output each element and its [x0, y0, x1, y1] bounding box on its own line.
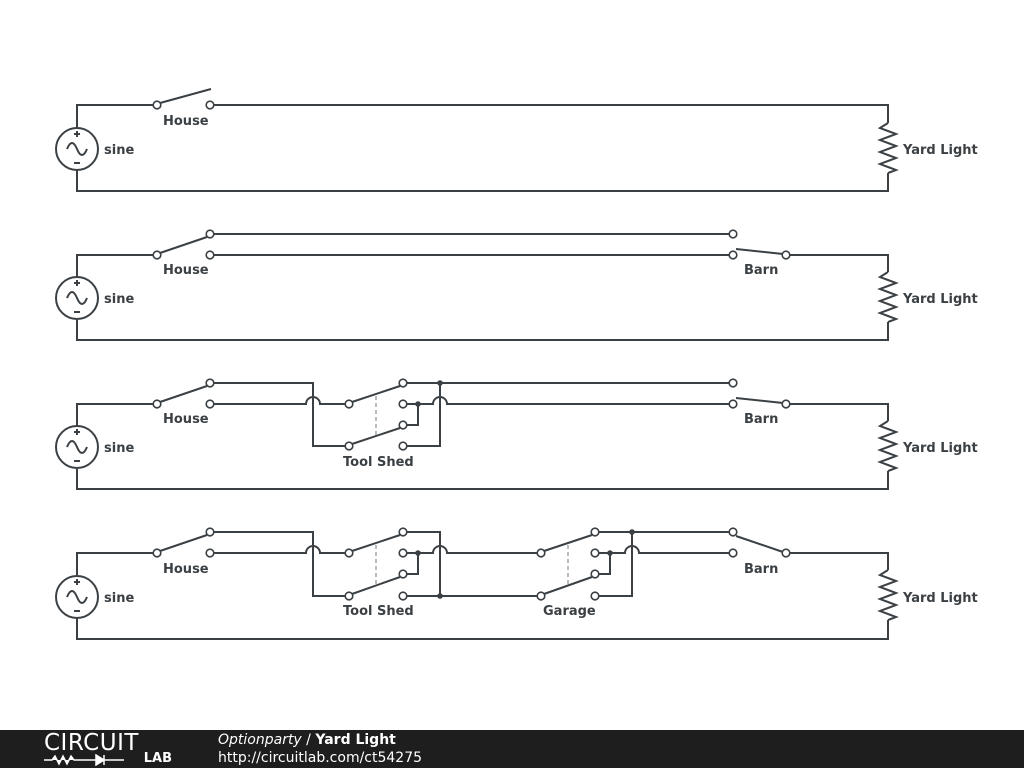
junction-dot	[415, 550, 421, 556]
wire	[610, 545, 729, 554]
wire	[76, 552, 153, 575]
switch-house	[152, 88, 215, 110]
junction-dot	[437, 593, 443, 599]
switch-label-garage: Garage	[543, 604, 596, 619]
circuit-url-link[interactable]: http://circuitlab.com/ct54275	[218, 750, 423, 766]
ac-source	[55, 127, 99, 171]
switch-label-house: House	[163, 562, 209, 577]
wire	[418, 545, 537, 554]
logo-wordmark-bottom: LAB	[143, 751, 172, 766]
logo-resistor-diode-icon	[44, 754, 124, 766]
resistor-yard-light	[877, 271, 899, 323]
switch-house	[152, 378, 215, 409]
title-separator: /	[301, 732, 316, 748]
junction-dot	[415, 401, 421, 407]
wire	[790, 552, 889, 570]
wire	[214, 104, 889, 123]
switch-tool-shed	[344, 378, 408, 451]
switch-label-house: House	[163, 412, 209, 427]
wire	[214, 382, 345, 447]
wire	[76, 170, 889, 192]
switch-label-barn: Barn	[744, 412, 778, 427]
resistor-yard-light	[877, 420, 899, 472]
circuit-attribution: Optionparty / Yard Light	[218, 731, 396, 749]
wire	[598, 552, 611, 575]
junction-dot	[607, 550, 613, 556]
ac-source	[55, 425, 99, 469]
source-label: sine	[104, 292, 134, 307]
junction-dot	[437, 380, 443, 386]
wire	[406, 552, 419, 575]
switch-barn	[728, 229, 791, 260]
switch-house	[152, 527, 215, 558]
circuit-title: Yard Light	[315, 732, 396, 748]
load-label: Yard Light	[902, 143, 978, 158]
source-label: sine	[104, 143, 134, 158]
ac-source	[55, 276, 99, 320]
switch-label-house: House	[163, 114, 209, 129]
footer-bar: CIRCUIT LAB Optionparty / Yard Light htt…	[0, 730, 1024, 768]
switch-tool-shed	[344, 527, 408, 601]
circuit-1-single-switch: sine House Yard Light	[55, 88, 978, 192]
load-label: Yard Light	[902, 441, 978, 456]
switch-label-barn: Barn	[744, 562, 778, 577]
switch-barn	[728, 378, 791, 409]
wire	[406, 531, 537, 597]
load-label: Yard Light	[902, 591, 978, 606]
switch-label-tool-shed: Tool Shed	[343, 604, 414, 619]
wire	[214, 545, 345, 554]
resistor-yard-light	[877, 569, 899, 621]
switch-label-house: House	[163, 263, 209, 278]
switch-label-barn: Barn	[744, 263, 778, 278]
wire	[406, 403, 419, 426]
switch-garage	[536, 527, 600, 601]
wire	[76, 403, 153, 426]
switch-house	[152, 229, 215, 260]
circuitlab-logo[interactable]: CIRCUIT LAB	[44, 730, 176, 768]
junction-dot	[629, 529, 635, 535]
wire	[598, 532, 633, 597]
switch-label-tool-shed: Tool Shed	[343, 455, 414, 470]
load-label: Yard Light	[902, 292, 978, 307]
source-label: sine	[104, 441, 134, 456]
wire	[790, 403, 889, 421]
circuit-4-two-four-way: sine House Tool Shed	[55, 527, 978, 640]
author-link[interactable]: Optionparty	[218, 732, 302, 748]
wire	[76, 320, 889, 341]
wire	[214, 531, 345, 597]
wire	[214, 396, 345, 405]
source-label: sine	[104, 591, 134, 606]
resistor-yard-light	[877, 122, 899, 174]
wire	[790, 254, 889, 272]
circuit-3-four-way: sine House Tool Shed Barn Yard	[55, 378, 978, 490]
wire	[406, 383, 441, 447]
wire	[76, 618, 889, 640]
ac-source	[55, 575, 99, 619]
circuit-2-three-way: sine House Barn Yard Light	[55, 229, 978, 341]
schematic-canvas: sine House Yard Light sine House	[55, 88, 978, 640]
wire	[76, 104, 153, 128]
wire	[418, 396, 729, 405]
wire	[76, 469, 889, 490]
wire	[76, 254, 153, 277]
switch-barn	[728, 527, 791, 558]
logo-wordmark-top: CIRCUIT	[44, 730, 139, 756]
